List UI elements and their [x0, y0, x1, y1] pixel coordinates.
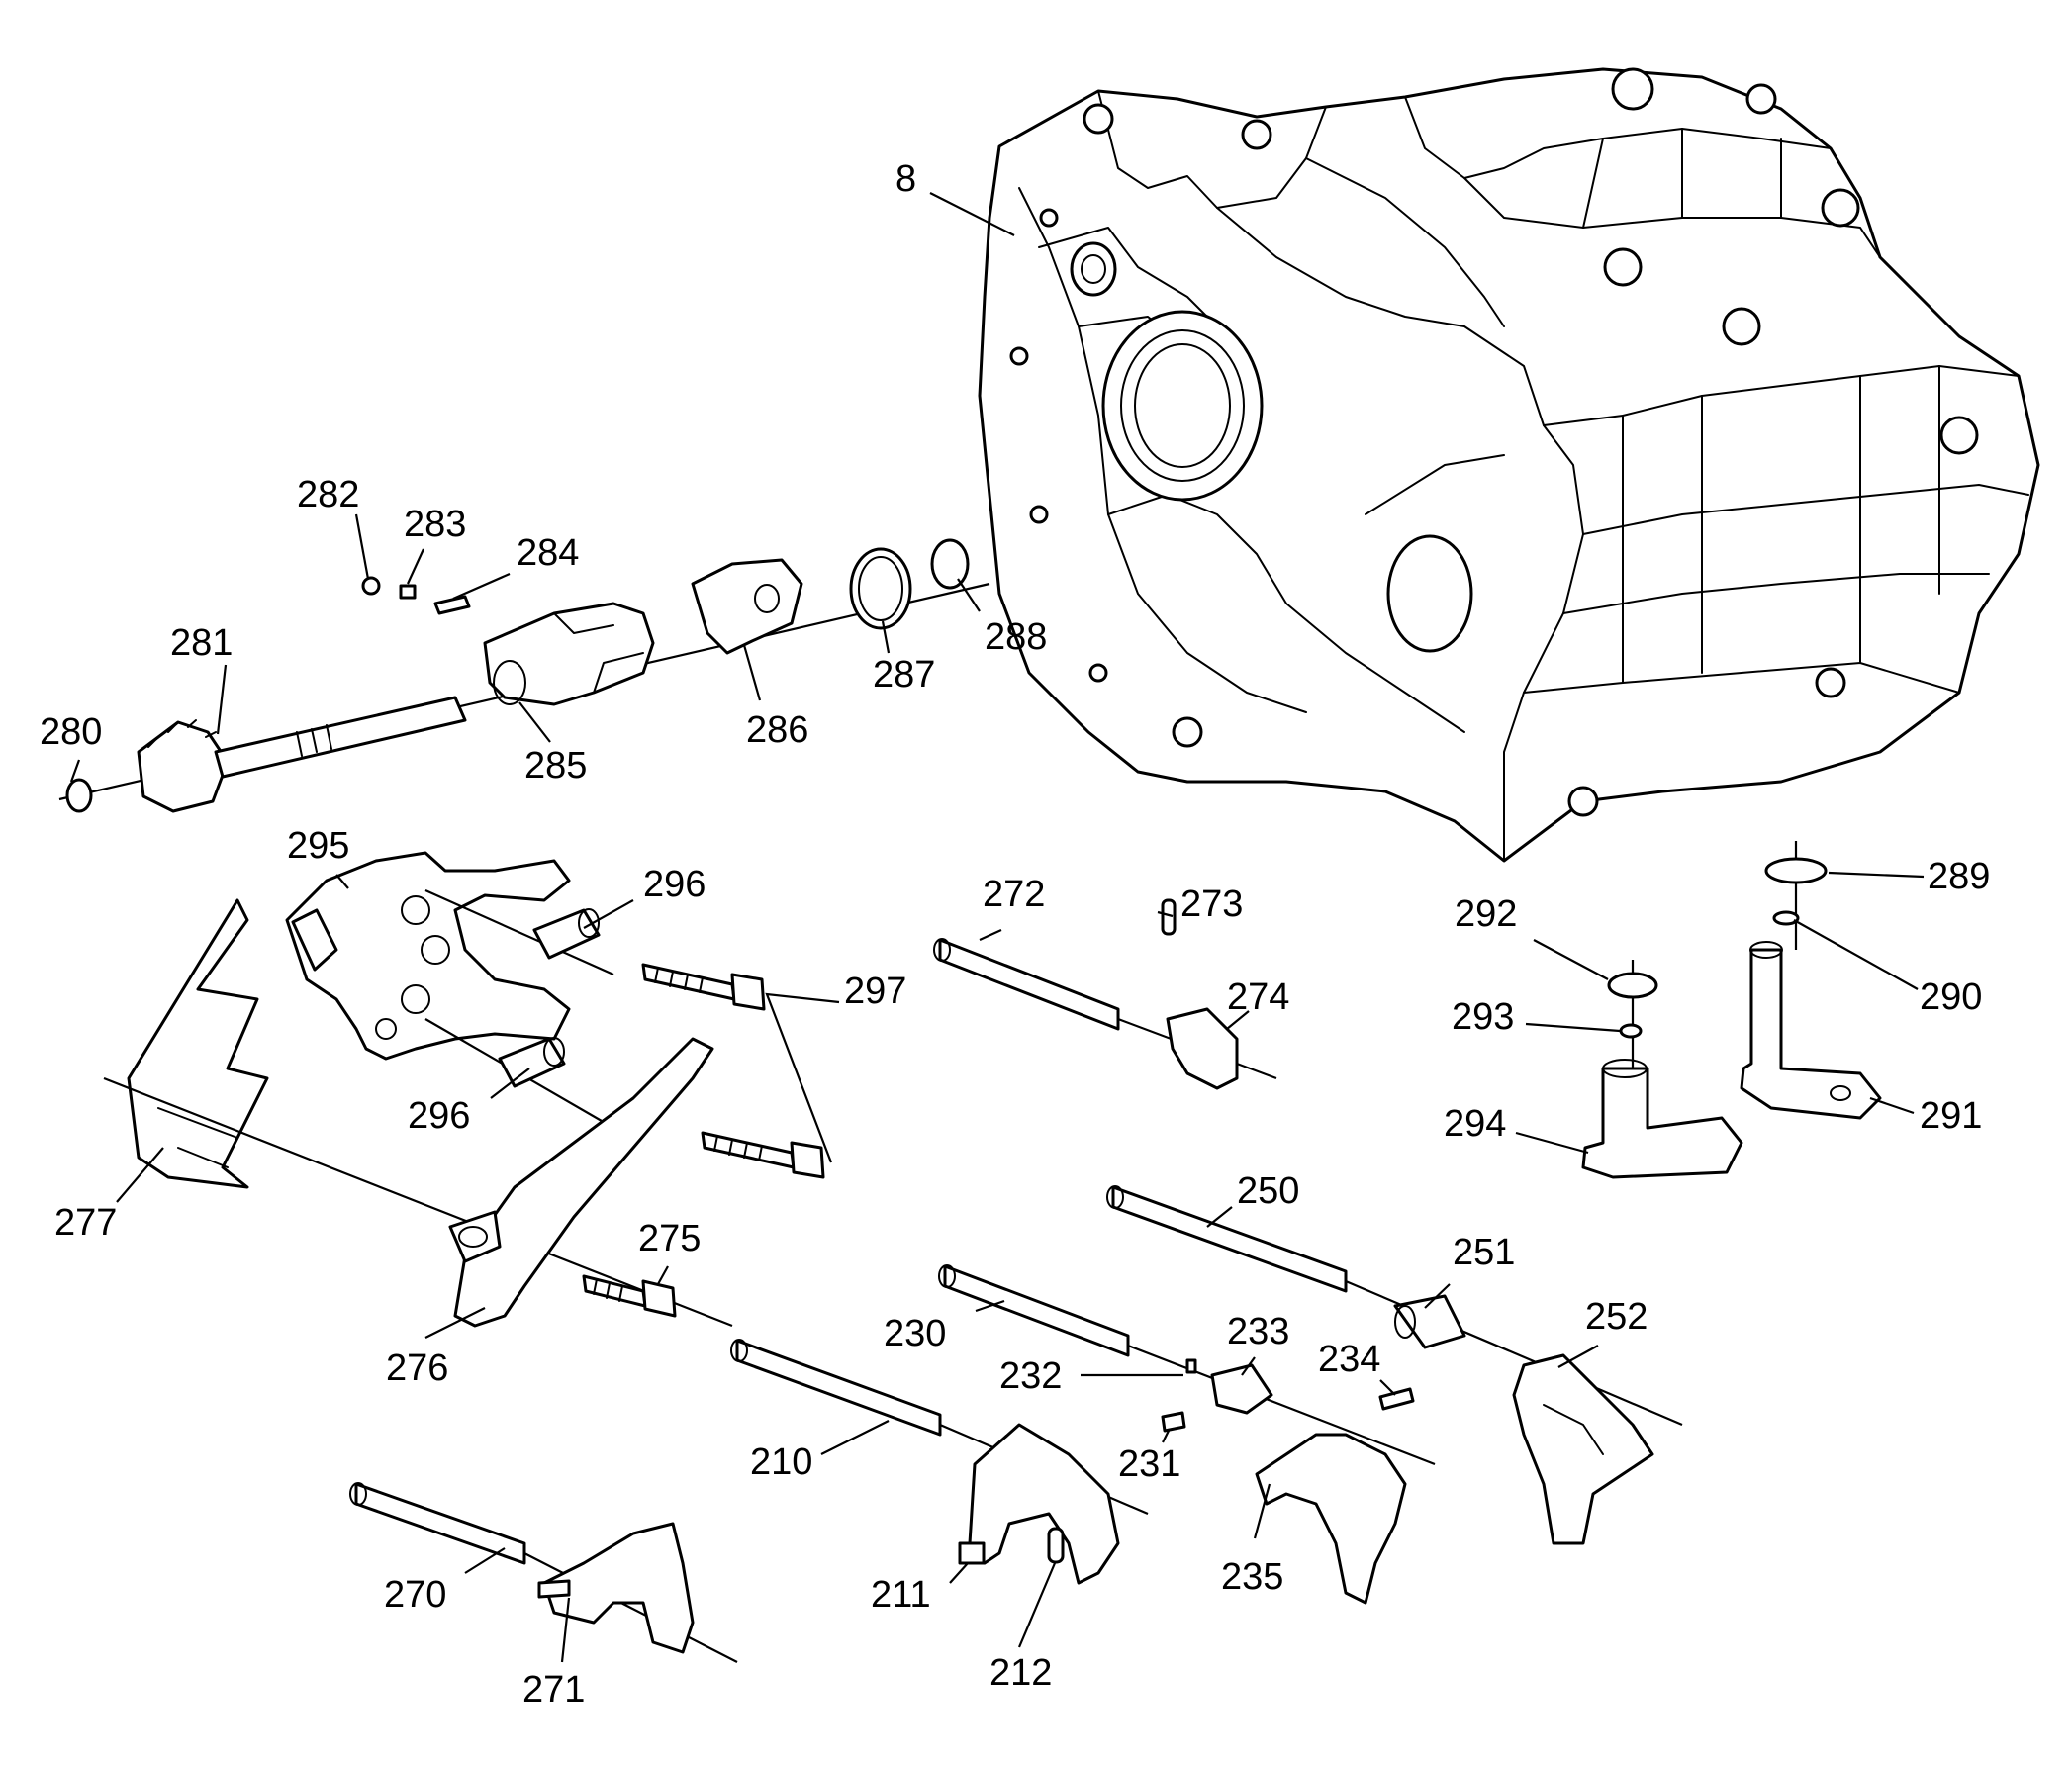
part-288-ring: [930, 538, 970, 590]
callout-231: 231: [1118, 1443, 1180, 1485]
part-274-fork: [1166, 1007, 1239, 1090]
part-234-pin: [1378, 1387, 1415, 1411]
callout-235: 235: [1221, 1556, 1283, 1598]
callout-285: 285: [524, 745, 587, 787]
part-287-spring: [849, 547, 912, 630]
part-250-rod: [1111, 1185, 1348, 1293]
rod-250-assembly: [1106, 1185, 1683, 1545]
callout-280: 280: [40, 711, 102, 753]
callout-212: 212: [989, 1652, 1052, 1694]
rod-210-assembly: [730, 1339, 1149, 1585]
callout-273: 273: [1180, 883, 1243, 925]
callout-284: 284: [517, 532, 579, 574]
part-295-bracket: [285, 851, 571, 1061]
callout-283: 283: [404, 504, 466, 545]
part-284-pin: [433, 595, 471, 615]
part-230-rod: [943, 1264, 1130, 1357]
callout-288: 288: [985, 616, 1047, 658]
callout-297: 297: [844, 971, 906, 1012]
part-252-fork: [1512, 1353, 1654, 1545]
part-294-lever: [1581, 1067, 1743, 1179]
callout-291: 291: [1920, 1095, 1982, 1137]
callout-290: 290: [1920, 976, 1982, 1018]
callout-275: 275: [638, 1218, 701, 1259]
callout-230: 230: [884, 1313, 946, 1354]
callout-277: 277: [54, 1202, 117, 1244]
part-290-ring: [1772, 910, 1800, 926]
callout-276: 276: [386, 1347, 448, 1389]
lever-axis: [103, 1076, 733, 1328]
part-211-fork: [968, 1423, 1120, 1585]
shaft-parts-289-294: [1581, 841, 1882, 1179]
callout-282: 282: [297, 474, 359, 515]
part-289-ring: [1764, 857, 1828, 884]
part-281-shaft: [214, 696, 467, 779]
callout-210: 210: [750, 1441, 812, 1483]
part-277-plate: [127, 898, 269, 1189]
part-271-fork: [542, 1522, 695, 1654]
callout-8: 8: [895, 158, 916, 200]
part-251-collar: [1393, 1294, 1466, 1349]
callout-211: 211: [871, 1574, 931, 1616]
part-210-rod: [735, 1339, 942, 1437]
callout-294: 294: [1444, 1103, 1506, 1145]
part-273-pin: [1161, 898, 1177, 936]
part-211-tab: [958, 1541, 986, 1565]
callout-251: 251: [1453, 1232, 1515, 1273]
callout-289: 289: [1928, 856, 1990, 897]
part-286-bracket: [691, 558, 803, 655]
leader-lines: [69, 192, 1925, 1663]
rod-230-assembly: [938, 1264, 1436, 1605]
shift-shaft-assembly: [58, 538, 990, 813]
callout-287: 287: [873, 654, 935, 696]
callout-270: 270: [384, 1574, 446, 1616]
callout-labels: 8 282 283 284 281 280 285 286 287 288 29…: [40, 158, 1990, 1711]
callout-281: 281: [170, 622, 233, 664]
part-296-bushing-bottom: [498, 1037, 566, 1088]
callout-272: 272: [983, 874, 1045, 915]
part-270-rod: [354, 1482, 526, 1565]
callout-292: 292: [1455, 893, 1517, 935]
callout-234: 234: [1318, 1339, 1380, 1380]
callout-250: 250: [1237, 1170, 1299, 1212]
part-296-bushing-top: [532, 908, 601, 960]
part-293-ring: [1619, 1023, 1643, 1039]
part-291-lever: [1740, 948, 1882, 1120]
part-283-spring: [399, 584, 417, 600]
part-275-bolt: [582, 1274, 677, 1318]
part-235-fork: [1255, 1433, 1407, 1605]
callout-252: 252: [1585, 1296, 1648, 1338]
part-282-ball: [361, 576, 381, 596]
rod-270-assembly: [349, 1482, 738, 1663]
callout-286: 286: [746, 709, 808, 751]
part-292-ring: [1607, 972, 1658, 999]
part-212-pin: [1047, 1527, 1065, 1564]
part-233-block: [1210, 1363, 1273, 1415]
part-272-rod: [938, 938, 1120, 1031]
callout-296-top: 296: [643, 864, 706, 905]
part-232-pin: [1185, 1358, 1197, 1374]
callout-296-bottom: 296: [408, 1095, 470, 1137]
callout-271: 271: [522, 1669, 585, 1711]
callout-232: 232: [999, 1355, 1062, 1397]
callout-295: 295: [287, 825, 349, 867]
part-231-pin: [1161, 1411, 1186, 1433]
callout-233: 233: [1227, 1311, 1289, 1352]
part-285-housing: [483, 602, 655, 706]
callout-293: 293: [1452, 996, 1514, 1038]
part-276-lever: [448, 1037, 714, 1328]
part-280-ring: [65, 778, 93, 813]
rod-272-assembly: [933, 898, 1277, 1090]
part-281-gear: [137, 720, 230, 813]
part-8-transmission-case: [978, 67, 2040, 863]
lever-bracket-assembly: [285, 851, 825, 1179]
callout-274: 274: [1227, 976, 1289, 1018]
